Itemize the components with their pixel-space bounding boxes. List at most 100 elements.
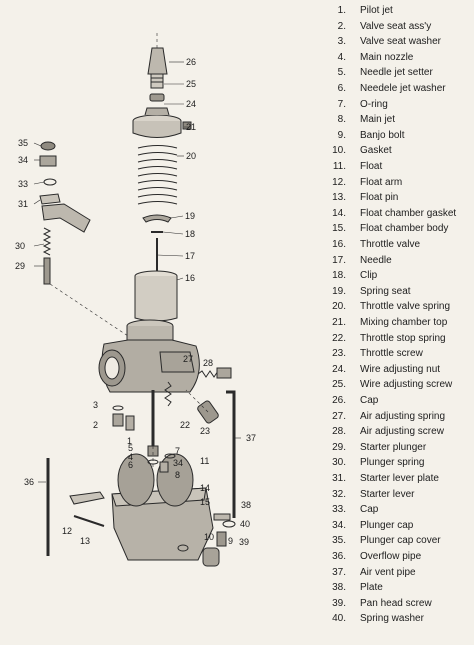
legend-number: 31. bbox=[332, 473, 346, 484]
callout-14: 14 bbox=[200, 483, 210, 493]
legend-part-name: Pilot jet bbox=[360, 5, 393, 16]
legend-part-name: Float chamber gasket bbox=[360, 207, 457, 219]
legend-part-name: Valve seat ass'y bbox=[360, 20, 432, 32]
part-valve-seat-assy-2 bbox=[112, 413, 124, 427]
callout-40: 40 bbox=[240, 519, 250, 529]
callout-20: 20 bbox=[186, 151, 196, 161]
legend-part-name: Spring seat bbox=[360, 285, 411, 297]
callout-2: 2 bbox=[93, 420, 98, 430]
part-pan-head-screw-39 bbox=[216, 531, 227, 547]
legend-number: 36. bbox=[332, 551, 346, 562]
legend-number: 20. bbox=[332, 301, 346, 313]
callout-8: 8 bbox=[175, 470, 180, 480]
callout-29: 29 bbox=[15, 261, 25, 271]
part-pilot-jet-1 bbox=[125, 415, 135, 431]
legend-part-name: Wire adjusting nut bbox=[360, 363, 441, 375]
legend-part-name: Throttle screw bbox=[360, 348, 423, 360]
legend-number: 33. bbox=[332, 504, 346, 516]
legend-number: 13. bbox=[332, 192, 346, 204]
legend-part-name: Clip bbox=[360, 270, 378, 282]
part-starter-plunger-29 bbox=[43, 257, 51, 285]
callout-1: 1 bbox=[127, 436, 132, 446]
legend-number: 28. bbox=[332, 426, 346, 438]
part-throttle-valve-spring-20 bbox=[137, 145, 178, 205]
legend-number: 35. bbox=[332, 535, 346, 547]
part-starter-lever-32 bbox=[41, 203, 91, 233]
callout-17: 17 bbox=[185, 251, 195, 261]
legend-number: 11. bbox=[332, 161, 346, 172]
legend-part-name: Air adjusting screw bbox=[360, 426, 444, 438]
legend-number: 21. bbox=[332, 317, 346, 328]
callout-34: 34 bbox=[18, 155, 28, 165]
callout-23: 23 bbox=[200, 426, 210, 436]
callout-11: 11 bbox=[200, 456, 209, 466]
part-spring-washer-40 bbox=[222, 520, 236, 528]
legend-number: 8. bbox=[337, 114, 346, 126]
part-o-ring-7 bbox=[164, 453, 176, 459]
part-float-arm-12 bbox=[69, 491, 105, 505]
callout-26: 26 bbox=[186, 57, 196, 67]
legend-part-name: Cap bbox=[360, 395, 379, 406]
legend-number: 1. bbox=[337, 5, 346, 16]
legend-number: 3. bbox=[337, 36, 346, 48]
callout-33: 34 bbox=[173, 458, 183, 468]
legend-part-name: Float bbox=[360, 161, 383, 172]
legend-part-name: Needle jet setter bbox=[360, 67, 433, 79]
part-wire-adjusting-nut-24 bbox=[149, 93, 165, 102]
callout-30: 30 bbox=[15, 241, 25, 251]
part-carburetor-body bbox=[98, 319, 200, 393]
part-float-pin-13 bbox=[73, 515, 105, 527]
legend-number: 5. bbox=[337, 67, 346, 79]
callout-22: 22 bbox=[180, 420, 190, 430]
callout-27: 27 bbox=[183, 354, 193, 364]
legend-number: 7. bbox=[337, 98, 346, 110]
callout-10: 10 bbox=[204, 532, 214, 542]
part-air-adjusting-spring-27 bbox=[197, 370, 219, 378]
part-valve-seat-washer-3 bbox=[112, 405, 124, 411]
legend-number: 4. bbox=[337, 51, 346, 63]
callout-6: 6 bbox=[128, 460, 133, 470]
legend-part-name: Starter lever bbox=[360, 488, 415, 500]
legend-number: 14. bbox=[332, 207, 346, 219]
callout-4: 4 bbox=[128, 452, 133, 462]
legend-part-name: Wire adjusting screw bbox=[360, 379, 453, 391]
legend-part-name: Starter lever plate bbox=[360, 473, 439, 484]
legend-part-name: Plunger cap bbox=[360, 519, 414, 531]
legend-number: 19. bbox=[332, 285, 346, 297]
legend-part-name: Throttle valve spring bbox=[360, 301, 451, 313]
legend-number: 24. bbox=[332, 363, 346, 375]
callout-3: 3 bbox=[93, 400, 98, 410]
callout-21: 21 bbox=[186, 122, 196, 132]
legend-number: 40. bbox=[332, 613, 346, 625]
legend-number: 26. bbox=[332, 395, 346, 406]
legend-number: 29. bbox=[332, 441, 346, 453]
callout-5: 5 bbox=[128, 443, 133, 453]
callout-9: 9 bbox=[228, 536, 233, 546]
legend-part-name: Throttle valve bbox=[360, 239, 421, 250]
legend-part-name: Starter plunger bbox=[360, 441, 427, 453]
legend-number: 38. bbox=[332, 582, 346, 594]
legend-part-name: Gasket bbox=[360, 145, 392, 157]
legend-number: 9. bbox=[337, 129, 346, 141]
part-cap-33 bbox=[43, 178, 57, 186]
part-plunger-cap-cover-35 bbox=[40, 141, 56, 151]
legend-number: 32. bbox=[332, 488, 346, 500]
callout-35: 35 bbox=[18, 138, 28, 148]
callout-13: 13 bbox=[80, 536, 90, 546]
callout-33-left: 33 bbox=[18, 179, 28, 189]
legend-number: 2. bbox=[337, 20, 346, 32]
part-spring-seat-19 bbox=[142, 214, 172, 223]
legend-part-name: Pan head screw bbox=[360, 597, 432, 609]
part-mixing-chamber-top-21 bbox=[132, 107, 192, 138]
legend-number: 23. bbox=[332, 348, 346, 360]
legend-number: 22. bbox=[332, 332, 346, 344]
callout-12: 12 bbox=[62, 526, 72, 536]
part-gasket-10 bbox=[177, 544, 189, 552]
legend-number: 30. bbox=[332, 457, 346, 469]
part-air-vent-pipe-37 bbox=[226, 390, 236, 518]
legend-part-name: Float arm bbox=[360, 176, 403, 188]
legend-number: 12. bbox=[332, 176, 346, 188]
legend-part-name: Main nozzle bbox=[360, 51, 414, 63]
legend-part-name: Cap bbox=[360, 504, 379, 516]
